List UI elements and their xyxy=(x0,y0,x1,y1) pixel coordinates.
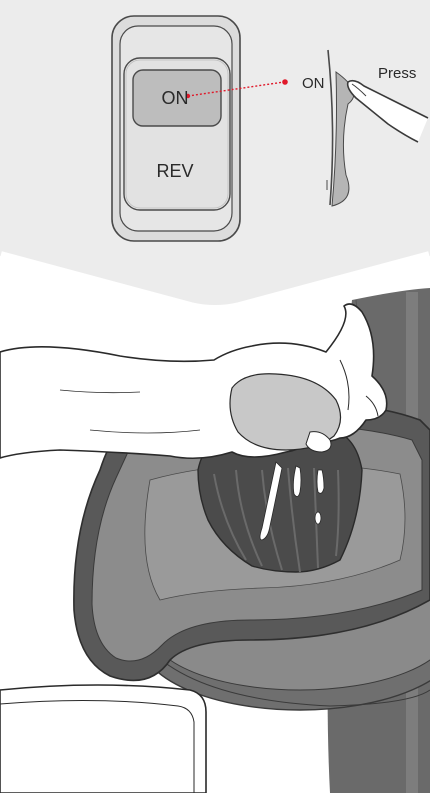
hand-with-fruit xyxy=(0,304,387,458)
juice-jug xyxy=(0,685,206,793)
press-label: Press xyxy=(378,65,416,82)
switch-rev-label: REV xyxy=(146,161,204,182)
side-view-on-label: ON xyxy=(302,75,325,92)
indicator-dot-end xyxy=(282,79,288,85)
switch-on-label: ON xyxy=(146,88,204,109)
rocker-switch xyxy=(112,16,240,241)
